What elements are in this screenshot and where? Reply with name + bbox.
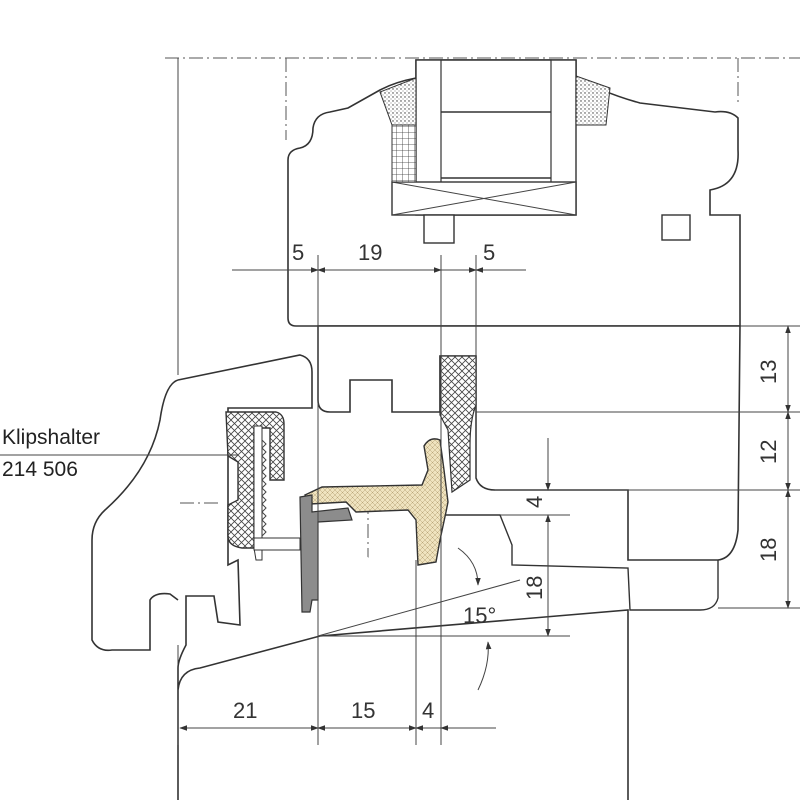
dim-inner-small: 4 — [522, 496, 547, 508]
connector-bridge — [253, 537, 301, 551]
dim-top-mid: 19 — [358, 240, 382, 265]
dim-angle: 15° — [463, 603, 496, 628]
glazing-unit — [379, 59, 691, 244]
dimension-lines — [177, 255, 800, 745]
sash-lower-body — [317, 325, 741, 561]
dim-top-right: 5 — [483, 240, 495, 265]
clip-teeth — [261, 439, 267, 537]
label-part-number: 214 506 — [2, 458, 78, 481]
dim-bottom-21: 21 — [233, 698, 257, 723]
dim-right-upper: 13 — [756, 360, 781, 384]
clip-rib — [253, 425, 263, 561]
dim-right-lower: 18 — [756, 538, 781, 562]
frame-profile — [177, 354, 629, 800]
frame-inner-step — [415, 514, 719, 611]
dim-right-mid: 12 — [756, 440, 781, 464]
dim-bottom-15: 15 — [351, 698, 375, 723]
glazing-gasket — [439, 355, 477, 494]
clip-profile-cream — [304, 438, 449, 566]
dim-top-left: 5 — [292, 240, 304, 265]
frame-outer-left — [91, 379, 179, 652]
label-klipshalter: Klipshalter — [2, 426, 100, 449]
dim-inner-18: 18 — [522, 576, 547, 600]
dim-bottom-4: 4 — [422, 698, 434, 723]
